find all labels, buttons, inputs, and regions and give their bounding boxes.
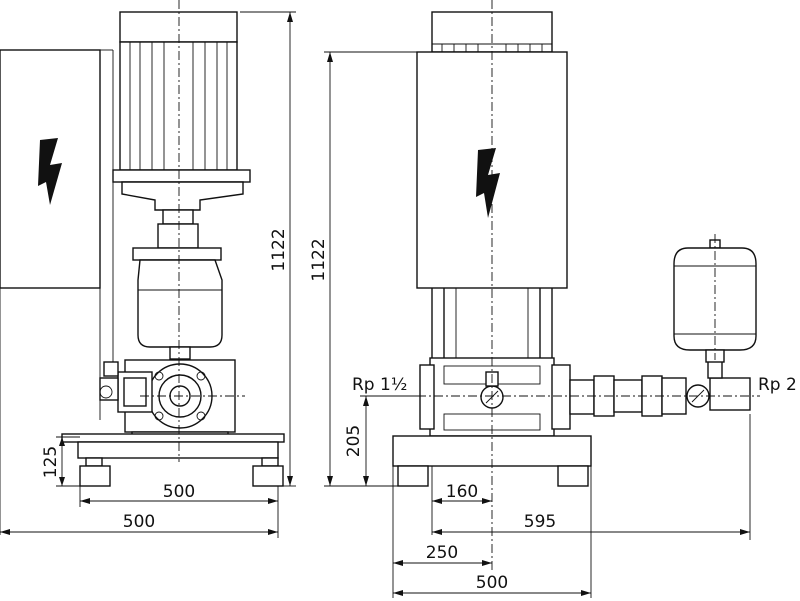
suction-connection-label: Rp 1½: [352, 375, 407, 395]
discharge-connection-label: Rp 2: [758, 375, 797, 395]
front-base-width-dimension: 500: [476, 573, 508, 593]
front-foot-left: [397, 465, 429, 487]
pressure-vessel: [137, 259, 223, 348]
front-axis-height-dimension: 205: [344, 425, 364, 457]
foot-left: [79, 465, 111, 487]
side-frame-width-dimension: 500: [163, 482, 195, 502]
front-foot-right: [557, 465, 589, 487]
discharge-pipe: [569, 379, 595, 415]
side-view: 1122 125 500 500: [0, 0, 296, 538]
front-view: 1122 205 Rp 1½ Rp 2 160 595 250: [309, 0, 797, 598]
front-offset-dimension: 160: [446, 482, 478, 502]
front-lightning-icon: [476, 148, 500, 218]
side-total-width-dimension: 500: [123, 512, 155, 532]
side-height-dimension: 1122: [269, 228, 289, 271]
front-height-dimension: 1122: [309, 238, 329, 281]
side-base-height-dimension: 125: [41, 446, 61, 478]
foot-right: [252, 465, 284, 487]
motor: [119, 11, 238, 43]
base-frame: [61, 433, 285, 443]
front-length-dimension: 595: [524, 512, 556, 532]
lightning-icon: [38, 138, 62, 205]
front-half-width-dimension: 250: [426, 543, 458, 563]
